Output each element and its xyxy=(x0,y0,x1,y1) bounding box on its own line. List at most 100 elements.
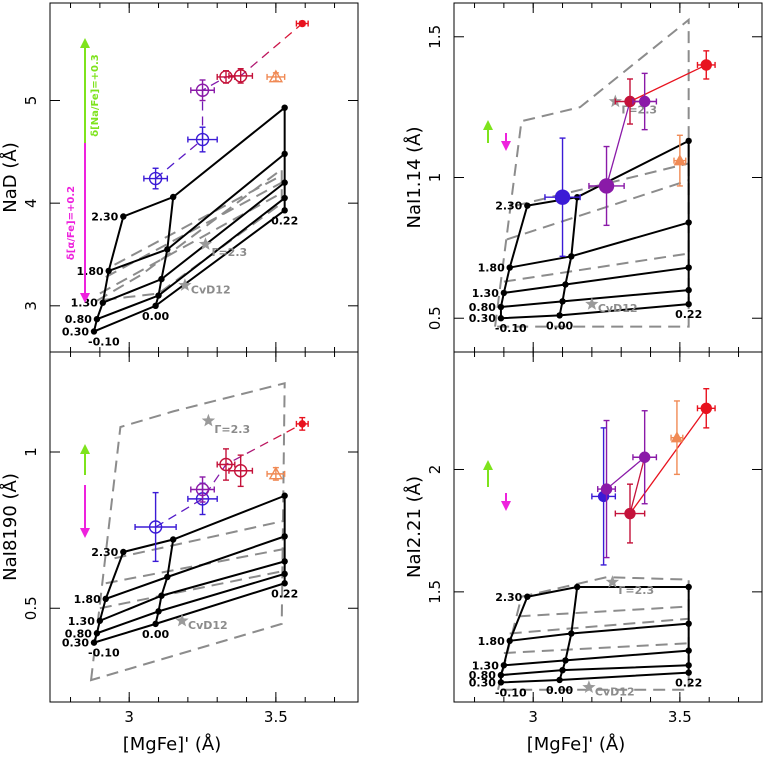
slope-label: 2.30 xyxy=(495,200,522,213)
grid-node xyxy=(685,286,692,294)
x-axis-title-left: [MgFe]' (Å) xyxy=(123,733,221,755)
grid-node xyxy=(281,194,288,202)
x-tick-label: 3.5 xyxy=(264,708,288,726)
grid-node xyxy=(685,583,692,591)
model-dashed-outline xyxy=(89,381,286,682)
slope-label: 1.80 xyxy=(77,265,104,278)
grid-node xyxy=(281,150,288,158)
model-dashed-line xyxy=(518,605,689,618)
grid-node xyxy=(281,580,288,587)
slope-label: 1.30 xyxy=(71,297,98,310)
star-label-gamma: Γ=2.3 xyxy=(618,584,654,597)
data-connector-solid xyxy=(606,456,646,490)
grid-node xyxy=(96,617,104,624)
model-star-cvd xyxy=(175,613,189,627)
na-arrow-head xyxy=(80,38,90,48)
grid-node xyxy=(685,647,692,654)
star-label-cvd: CvD12 xyxy=(188,619,228,632)
grid-node xyxy=(99,299,107,306)
grid-node xyxy=(281,533,288,540)
y-tick-label: 1 xyxy=(426,173,444,183)
age-label: 0.22 xyxy=(271,214,298,227)
data-marker xyxy=(700,59,712,71)
data-marker xyxy=(598,178,615,194)
slope-label: 1.80 xyxy=(478,262,505,275)
model-dashed-line xyxy=(503,252,689,283)
grid-node xyxy=(685,662,692,669)
y-tick-label: 2 xyxy=(426,465,444,475)
y-tick-label: 4 xyxy=(22,198,40,208)
x-tick-label: 3 xyxy=(124,708,134,726)
slope-label: 1.30 xyxy=(68,615,95,628)
data-connector-solid xyxy=(605,101,631,187)
age-label: -0.10 xyxy=(88,647,120,660)
slope-label: 0.30 xyxy=(62,325,89,338)
age-label: 0.00 xyxy=(142,628,169,641)
grid-node xyxy=(497,679,505,686)
slope-label: 2.30 xyxy=(91,546,118,559)
grid-node xyxy=(559,666,566,674)
model-dashed-line xyxy=(114,519,285,560)
slope-label: 0.30 xyxy=(469,676,496,689)
x-axis-title-right: [MgFe]' (Å) xyxy=(527,733,625,755)
y-axis-title: NaI8190 (Å) xyxy=(0,473,21,581)
star-label-cvd: CvD12 xyxy=(595,685,635,698)
slope-label: 0.80 xyxy=(65,627,92,640)
grid-slope-line xyxy=(527,140,690,207)
data-marker-triangle xyxy=(268,466,284,480)
alpha-arrow-head xyxy=(80,528,90,538)
grid-node xyxy=(170,536,177,543)
star-label-cvd: CvD12 xyxy=(191,283,231,296)
grid-node xyxy=(120,548,127,556)
star-label-gamma: Γ=2.3 xyxy=(214,423,250,436)
grid-node xyxy=(281,570,288,578)
grid-node xyxy=(524,593,531,600)
data-marker xyxy=(700,402,712,414)
slope-label: 1.80 xyxy=(478,635,505,648)
grid-node xyxy=(556,312,563,319)
grid-slope-line xyxy=(503,266,689,294)
grid-node xyxy=(170,193,177,201)
data-marker xyxy=(219,457,233,472)
grid-node xyxy=(497,315,505,322)
data-marker xyxy=(298,420,306,428)
data-marker xyxy=(148,520,163,534)
model-dashed-line xyxy=(99,569,285,610)
data-connector-solid xyxy=(629,407,707,514)
grid-node xyxy=(152,302,159,310)
data-marker xyxy=(233,464,248,478)
grid-node xyxy=(158,592,165,599)
y-tick-label: 0.5 xyxy=(426,306,444,330)
data-connector-dashed xyxy=(155,423,303,528)
data-marker xyxy=(624,507,636,520)
data-marker xyxy=(233,69,248,83)
model-dashed-line xyxy=(99,192,283,295)
data-connector-dashed xyxy=(155,23,303,180)
grid-node xyxy=(562,657,569,664)
data-marker xyxy=(195,482,210,497)
x-tick-label: 3.5 xyxy=(668,708,692,726)
na-arrow-head xyxy=(80,444,90,454)
age-label: 0.00 xyxy=(546,684,573,697)
slope-label: 0.80 xyxy=(469,301,496,314)
data-connector-solid xyxy=(629,457,646,514)
grid-node xyxy=(568,630,575,637)
grid-slope-line xyxy=(122,106,286,218)
grid-node xyxy=(281,492,288,499)
data-marker-triangle xyxy=(268,69,284,83)
age-label: 0.22 xyxy=(675,308,702,321)
data-marker xyxy=(195,132,210,147)
panel-frame xyxy=(49,351,359,703)
grid-node xyxy=(685,669,692,676)
alpha-arrow-head xyxy=(501,501,511,511)
data-marker xyxy=(148,171,163,186)
grid-node xyxy=(506,637,513,645)
data-marker xyxy=(638,95,651,108)
data-marker-triangle xyxy=(670,431,684,443)
data-marker xyxy=(554,189,571,205)
y-tick-label: 5 xyxy=(22,96,40,106)
